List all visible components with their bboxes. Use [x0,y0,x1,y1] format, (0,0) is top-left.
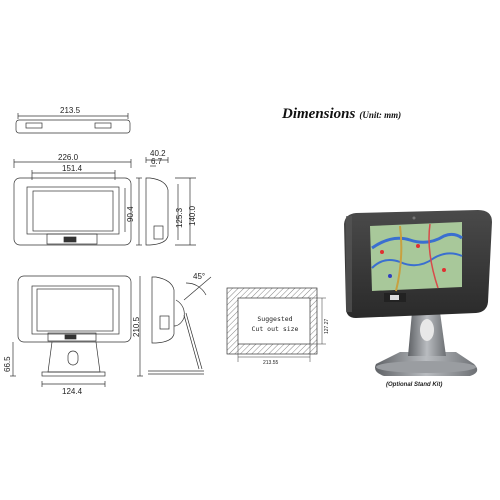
top-view-width-label: 213.5 [60,106,81,115]
cutout-label-line2: Cut out size [251,325,299,333]
stand-total-height-label: 210.5 [132,316,141,337]
side-view-depth-label: 40.2 [150,149,166,158]
side-view-screen-height-label: 125.3 [175,207,184,228]
dimensions-title: Dimensions [282,106,356,122]
cutout-drawing [226,287,326,362]
side-view [145,157,196,246]
side-view-outer-height-label: 140.0 [188,205,197,226]
stand-side-view [148,276,212,375]
cutout-width-label: 213.55 [263,360,279,366]
stand-base-width-label: 124.4 [62,387,83,396]
cutout-height-label: 127.27 [324,318,330,334]
cutout-label-line1: Suggested [257,315,293,323]
stand-tilt-angle-label: 45° [193,272,205,281]
stand-base-height-label: 66.5 [3,356,12,372]
photo-caption: (Optional Stand Kit) [386,382,443,388]
dimensions-unit: (Unit: mm) [359,110,402,120]
front-view-outer-width-label: 226.0 [58,153,79,162]
front-view-inner-height-label: 90.4 [126,206,135,222]
cutout-label: Suggested Cut out size [246,314,304,334]
side-view-bezel-label: 6.7 [151,157,163,166]
top-view [15,113,131,134]
front-view-inner-width-label: 151.4 [62,164,83,173]
front-view [13,159,142,246]
monitor-photo [344,210,492,376]
stand-front-view [10,275,143,387]
dimensions-heading: Dimensions(Unit: mm) [282,106,401,123]
